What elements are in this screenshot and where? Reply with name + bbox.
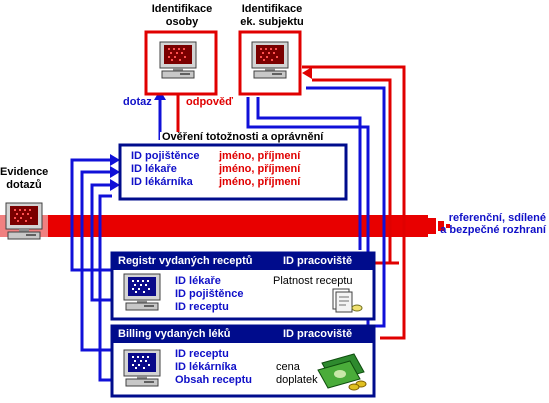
- billing-item: Obsah receptu: [175, 374, 253, 386]
- reference-interface-label: referenční, sdílené a bezpečné rozhraní: [440, 212, 546, 236]
- billing-workplace: ID pracoviště: [283, 328, 353, 340]
- query-label: dotaz: [123, 96, 152, 108]
- verification-title: Ověření totožnosti a oprávnění: [160, 131, 326, 143]
- billing-item: ID lékárníka: [175, 361, 237, 373]
- registry-note: Platnost receptu: [273, 275, 353, 287]
- money-icon: [317, 353, 367, 391]
- response-label: odpověď: [186, 96, 234, 108]
- billing-items: ID receptu ID lékárníka Obsah receptu: [175, 348, 252, 387]
- evidence-label: Evidence dotazů: [0, 166, 49, 191]
- red-connectors: [302, 65, 406, 340]
- registry-items: ID lékaře ID pojištěnce ID receptu: [175, 275, 243, 314]
- billing-note: cena: [276, 361, 300, 373]
- red-arrowhead-subject: [302, 67, 312, 79]
- subject-identification-label: Identifikace ek. subjektu: [240, 3, 304, 28]
- registry-item: ID pojištěnce: [175, 288, 244, 300]
- registry-title: Registr vydaných receptů: [118, 255, 253, 267]
- person-identification-label: Identifikace osoby: [151, 3, 213, 28]
- registry-computer-icon: [123, 273, 161, 311]
- billing-computer-icon: [123, 349, 161, 387]
- registry-item: ID receptu: [175, 301, 229, 313]
- evidence-computer-icon: [5, 202, 43, 240]
- left-connectors: [70, 158, 112, 382]
- billing-item: ID receptu: [175, 348, 229, 360]
- person-identification-box: [144, 30, 218, 96]
- billing-note: doplatek: [276, 374, 318, 386]
- billing-title: Billing vydaných léků: [118, 328, 231, 340]
- billing-notes: cena doplatek: [276, 361, 318, 387]
- subject-identification-box: [238, 30, 302, 96]
- blue-connectors: [246, 86, 386, 328]
- registry-item: ID lékaře: [175, 275, 221, 287]
- verification-panel-frame: [118, 143, 348, 201]
- prescription-document-icon: [332, 288, 363, 313]
- registry-workplace: ID pracoviště: [283, 255, 353, 267]
